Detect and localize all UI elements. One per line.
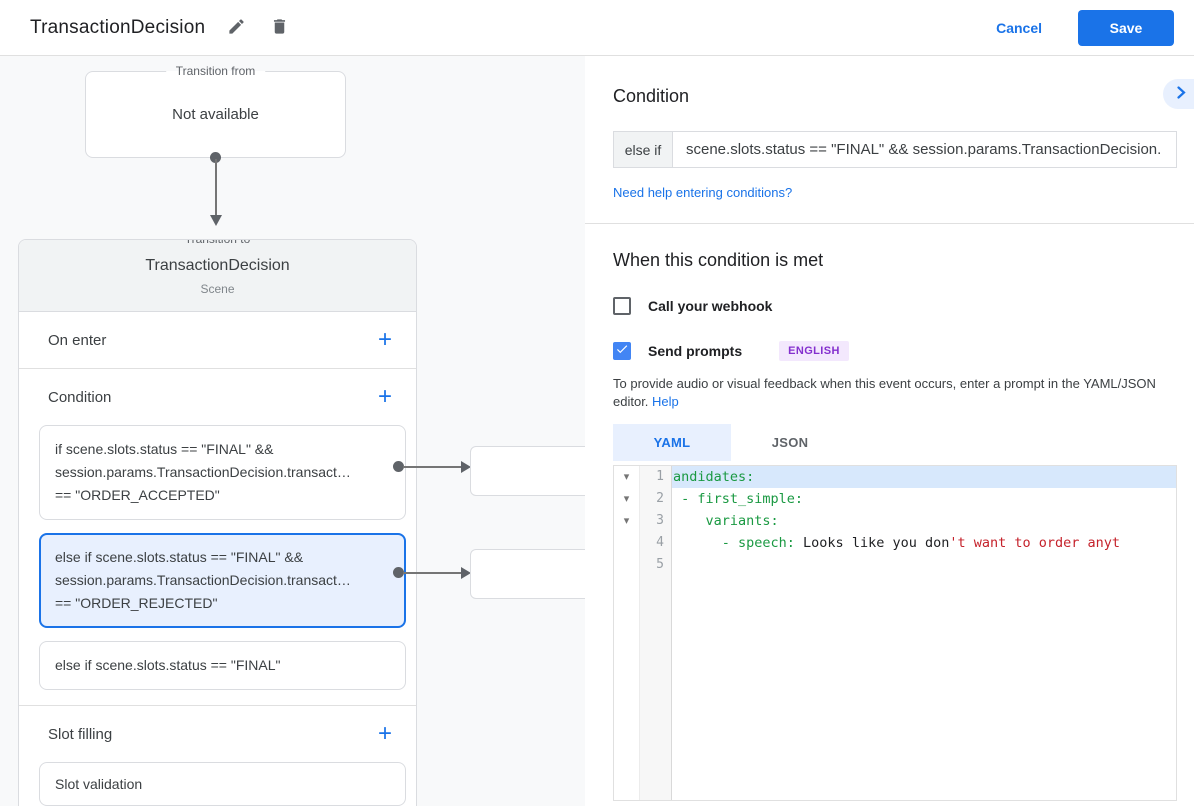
divider — [19, 705, 416, 706]
tab-yaml[interactable]: YAML — [613, 424, 731, 461]
condition-card-rejected-selected[interactable]: else if scene.slots.status == "FINAL" &&… — [39, 533, 406, 628]
transition-target-box[interactable] — [470, 549, 585, 599]
transition-from-legend: Transition from — [165, 64, 266, 78]
scene-card: Transition to TransactionDecision Scene … — [18, 239, 417, 806]
transition-from-box: Transition from Not available — [85, 64, 346, 158]
checkmark-icon — [615, 342, 629, 361]
line-number: 2 — [656, 491, 664, 506]
scene-card-header[interactable]: TransactionDecision Scene — [19, 240, 416, 312]
line-number-gutter: 1 2 3 4 5 — [639, 466, 672, 800]
prompt-hint-text: To provide audio or visual feedback when… — [613, 375, 1188, 411]
transition-target-box[interactable] — [470, 446, 585, 496]
connector-line — [215, 159, 217, 215]
scene-card-subtitle: Scene — [200, 282, 235, 296]
code-line: - speech: Looks like you don't want to o… — [672, 532, 1176, 554]
connector-line — [403, 466, 462, 468]
webhook-label: Call your webhook — [648, 298, 773, 314]
connector-dot — [210, 152, 221, 163]
code-token: andidates: — [673, 469, 755, 485]
main-area: Transition from Not available Transition… — [0, 56, 1194, 806]
scene-card-title: TransactionDecision — [145, 257, 290, 274]
code-line: variants: — [672, 510, 1176, 532]
line-number: 1 — [656, 469, 664, 484]
code-token: variants: — [673, 513, 779, 529]
slot-filling-section: Slot filling + Slot validation — [19, 706, 416, 806]
flow-canvas: Transition from Not available Transition… — [0, 56, 585, 806]
slot-filling-label: Slot filling — [48, 725, 113, 743]
fold-arrow-icon[interactable]: ▾ — [623, 471, 630, 483]
add-on-enter-button[interactable]: + — [377, 326, 392, 353]
connector-dot — [393, 461, 404, 472]
condition-card-final[interactable]: else if scene.slots.status == "FINAL" — [39, 641, 406, 690]
code-token: - first_simple: — [673, 491, 804, 507]
condition-expression-input[interactable] — [673, 132, 1176, 167]
arrow-right-icon — [461, 567, 471, 579]
chevron-right-icon — [1177, 86, 1186, 102]
divider — [585, 223, 1194, 224]
fold-gutter: ▾ ▾ ▾ — [614, 466, 639, 800]
editor-tabs: YAML JSON — [613, 424, 1194, 461]
code-line — [672, 554, 1176, 576]
add-condition-button[interactable]: + — [377, 383, 392, 410]
line-number: 5 — [656, 557, 664, 572]
hint-sentence: To provide audio or visual feedback when… — [613, 376, 1156, 409]
when-condition-met-title: When this condition is met — [613, 250, 824, 270]
transition-from-value: Not available — [172, 106, 259, 123]
pencil-icon — [227, 17, 246, 39]
call-webhook-row[interactable]: Call your webhook — [613, 297, 1194, 315]
on-enter-section: On enter + — [19, 312, 416, 368]
divider — [19, 368, 416, 369]
edit-scene-button[interactable] — [227, 17, 246, 39]
yaml-code-editor[interactable]: ▾ ▾ ▾ 1 2 3 4 5 andidates: — [613, 465, 1177, 801]
add-slot-button[interactable]: + — [377, 720, 392, 747]
code-token: - speech: — [673, 535, 795, 551]
send-prompts-label: Send prompts — [648, 343, 743, 359]
condition-label: Condition — [48, 388, 112, 406]
top-bar: TransactionDecision Cancel Save — [0, 0, 1194, 56]
tab-json[interactable]: JSON — [771, 435, 809, 450]
hint-help-link[interactable]: Help — [652, 394, 679, 409]
arrow-right-icon — [461, 461, 471, 473]
condition-prefix-label: else if — [614, 132, 673, 167]
send-prompts-checkbox[interactable] — [613, 342, 631, 360]
arrow-down-icon — [210, 215, 222, 226]
conditions-help-link[interactable]: Need help entering conditions? — [613, 185, 793, 200]
fold-arrow-icon[interactable]: ▾ — [623, 515, 630, 527]
on-enter-label: On enter — [48, 331, 107, 349]
code-area[interactable]: andidates: - first_simple: variants: - s… — [672, 466, 1176, 800]
page-title: TransactionDecision — [30, 16, 206, 38]
trash-icon — [270, 17, 289, 39]
send-prompts-row[interactable]: Send prompts ENGLISH — [613, 341, 1194, 361]
condition-section-header: Condition + — [19, 369, 416, 425]
webhook-checkbox[interactable] — [613, 297, 631, 315]
line-number: 3 — [656, 513, 664, 528]
save-button[interactable]: Save — [1078, 9, 1174, 46]
slot-validation-card[interactable]: Slot validation — [39, 762, 406, 806]
code-line: - first_simple: — [672, 488, 1176, 510]
collapse-panel-button[interactable] — [1163, 79, 1194, 109]
code-line: andidates: — [672, 466, 1176, 488]
condition-detail-panel: Condition else if Need help entering con… — [585, 56, 1194, 806]
line-number: 4 — [656, 535, 664, 550]
delete-scene-button[interactable] — [270, 17, 289, 39]
slot-filling-section-header: Slot filling + — [19, 706, 416, 762]
connector-dot — [393, 567, 404, 578]
transition-to-legend: Transition to — [174, 240, 261, 246]
language-badge: ENGLISH — [779, 341, 849, 361]
condition-input-row: else if — [613, 131, 1177, 168]
code-token: 't want to order anyt — [949, 535, 1121, 551]
condition-card-accepted[interactable]: if scene.slots.status == "FINAL" && sess… — [39, 425, 406, 520]
code-token: Looks like you don — [794, 535, 950, 551]
condition-section: Condition + if scene.slots.status == "FI… — [19, 369, 416, 705]
fold-arrow-icon[interactable]: ▾ — [623, 493, 630, 505]
cancel-button[interactable]: Cancel — [996, 19, 1042, 36]
panel-title: Condition — [613, 86, 690, 106]
connector-line — [403, 572, 462, 574]
